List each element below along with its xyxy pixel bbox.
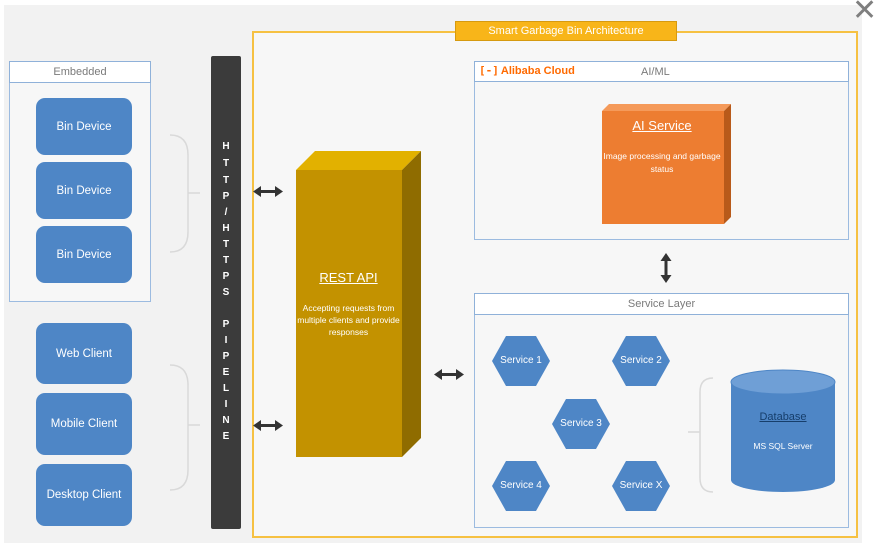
alibaba-logo-icon: [-] <box>479 64 499 77</box>
pipeline-letter: / <box>224 207 228 218</box>
rest-api-description: Accepting requests from multiple clients… <box>297 303 400 337</box>
pipeline-letter: I <box>224 335 228 346</box>
service-3-label: Service 3 <box>560 418 602 429</box>
ai-service-front <box>602 111 724 224</box>
service-3-hex <box>552 399 610 449</box>
desktop-client: Desktop Client <box>36 464 132 526</box>
rest-api-side <box>402 151 421 457</box>
mobile-client: Mobile Client <box>36 393 132 455</box>
clients-brace <box>169 364 189 491</box>
database-top <box>730 369 836 395</box>
pipeline-letter: P <box>222 319 230 330</box>
rest-api-top <box>296 151 421 170</box>
ai-ml-header-bar <box>474 61 849 82</box>
alibaba-logo-text: Alibaba Cloud <box>500 65 575 77</box>
alibaba-cloud-logo: [-]Alibaba Cloud <box>479 64 575 77</box>
pipeline-letter: E <box>222 367 230 378</box>
pipeline-letter: N <box>222 415 230 426</box>
database-description: MS SQL Server <box>753 441 813 451</box>
arrow-ai-service <box>660 253 672 283</box>
service-1-label: Service 1 <box>500 355 542 366</box>
pipeline-letter: H <box>222 223 230 234</box>
embedded-header: Embedded <box>9 61 151 83</box>
pipeline-letter: P <box>222 351 230 362</box>
service-2-hex <box>612 336 670 386</box>
pipeline-letter: E <box>222 431 230 442</box>
pipeline-letter: P <box>222 271 230 282</box>
ai-service-description: Image processing and garbage status <box>603 151 721 174</box>
database-brace <box>699 377 714 493</box>
pipeline-letter: T <box>222 239 230 250</box>
http-pipeline: H T T P / H T T P S P I P E L I N E <box>211 56 241 529</box>
service-x-label: Service X <box>619 480 663 491</box>
web-client: Web Client <box>36 323 132 384</box>
service-x-hex <box>612 461 670 511</box>
service-4-label: Service 4 <box>500 480 542 491</box>
pipeline-letter: T <box>222 158 230 169</box>
arrow-rest-service <box>434 369 464 380</box>
bin-device-3: Bin Device <box>36 226 132 283</box>
ai-ml-header: AI/ML <box>641 66 670 78</box>
architecture-title: Smart Garbage Bin Architecture <box>455 21 677 41</box>
pipeline-letter: T <box>222 175 230 186</box>
ai-service-side <box>724 104 731 224</box>
database-body <box>731 382 835 492</box>
rest-api-front <box>296 170 402 457</box>
arrow-clients-pipeline <box>253 420 283 431</box>
bin-device-2: Bin Device <box>36 162 132 219</box>
rest-api-label: REST API <box>319 270 378 285</box>
pipeline-letter: T <box>222 255 230 266</box>
close-icon[interactable]: ✕ <box>852 0 878 28</box>
ai-service-label: AI Service <box>632 118 692 133</box>
arrow-devices-pipeline <box>253 186 283 197</box>
pipeline-letter: I <box>224 399 228 410</box>
database-label: Database <box>759 411 807 423</box>
pipeline-letter: H <box>222 141 230 152</box>
ai-service-top <box>602 104 731 111</box>
devices-brace <box>169 134 189 253</box>
service-4-hex <box>492 461 550 511</box>
service-layer-header: Service Layer <box>474 293 849 315</box>
bin-device-1: Bin Device <box>36 98 132 155</box>
pipeline-letter: S <box>222 287 230 298</box>
service-1-hex <box>492 336 550 386</box>
pipeline-letter: L <box>222 383 230 394</box>
service-2-label: Service 2 <box>620 355 662 366</box>
pipeline-letter: P <box>222 191 230 202</box>
